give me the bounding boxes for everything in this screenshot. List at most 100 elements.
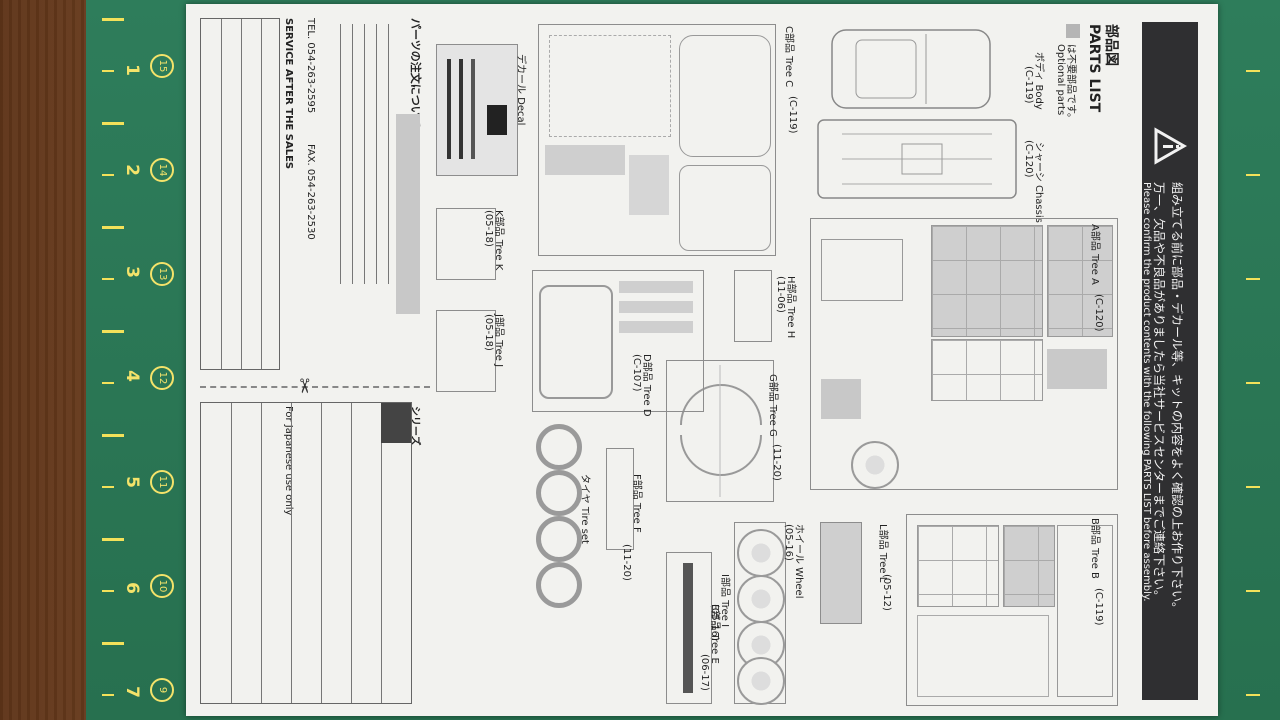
tree-d-code: (C-107) bbox=[631, 354, 642, 392]
ruler-number: 7 bbox=[121, 686, 142, 698]
chassis-code: (C-120) bbox=[1023, 140, 1034, 178]
decal-stripe bbox=[459, 59, 463, 159]
tree-b-code: (C-119) bbox=[1093, 588, 1104, 626]
tree-c-part bbox=[679, 165, 771, 251]
tree-g-arches bbox=[680, 365, 762, 497]
tree-e-bar bbox=[683, 563, 693, 693]
tree-k-frame bbox=[436, 208, 496, 280]
tree-g-label: G部品 Tree G bbox=[767, 374, 778, 437]
optional-en: Optional parts bbox=[1055, 44, 1066, 116]
tree-e-label: E部品 Tree E bbox=[709, 604, 720, 664]
order-form-table bbox=[200, 402, 412, 704]
tree-g-frame bbox=[666, 360, 774, 502]
service-title: SERVICE AFTER THE SALES bbox=[283, 18, 294, 170]
tree-j-label: J部品 Tree J bbox=[493, 314, 504, 368]
tree-a-part bbox=[821, 379, 861, 419]
tel-number: TEL. 054-263-2595 bbox=[305, 18, 316, 114]
tire-set-label: タイヤ Tire set bbox=[579, 474, 590, 544]
tree-b-frame bbox=[906, 514, 1118, 706]
tree-j-frame bbox=[436, 310, 496, 392]
wheel-part bbox=[737, 575, 785, 623]
tree-d-frame bbox=[532, 270, 704, 412]
wheel-code: (05-16) bbox=[783, 524, 794, 561]
tire-part bbox=[536, 424, 582, 470]
service-table bbox=[200, 18, 280, 370]
tree-c-label: C部品 Tree C bbox=[783, 26, 794, 88]
tree-e-frame bbox=[666, 552, 712, 704]
ruler-number: 3 bbox=[121, 266, 142, 278]
tree-a-part bbox=[1047, 225, 1113, 337]
decal-block bbox=[487, 105, 507, 135]
tire-part bbox=[536, 562, 582, 608]
title-jp: 部品図 bbox=[1103, 24, 1119, 66]
tree-h-label: H部品 Tree H bbox=[785, 276, 796, 339]
ruler-circle-number: 14 bbox=[150, 158, 174, 182]
ruler-circle-number: 15 bbox=[150, 54, 174, 78]
optional-swatch bbox=[1066, 24, 1080, 38]
tree-d-part bbox=[539, 285, 613, 399]
tree-c-frame bbox=[538, 24, 776, 256]
scissors-icon: ✂ bbox=[292, 377, 317, 395]
tree-j-code: (05-18) bbox=[483, 314, 494, 351]
tree-g-code: (11-20) bbox=[771, 444, 782, 481]
tree-b-part bbox=[917, 525, 999, 607]
ruler-circle-number: 13 bbox=[150, 262, 174, 286]
ruler-number: 2 bbox=[121, 164, 142, 176]
tree-c-part bbox=[549, 35, 671, 137]
tree-a-part bbox=[931, 339, 1043, 401]
optional-jp: は不要部品です。 bbox=[1065, 44, 1076, 123]
chassis-drawing bbox=[817, 119, 1017, 199]
tree-a-label: A部品 Tree A bbox=[1089, 224, 1100, 285]
tree-a-part bbox=[821, 239, 903, 301]
warning-triangle-icon bbox=[1154, 127, 1188, 165]
tree-a-part bbox=[1047, 349, 1107, 389]
wheel-part bbox=[737, 529, 785, 577]
wheel-frame bbox=[734, 522, 786, 705]
tree-f-frame bbox=[606, 448, 634, 550]
ruler-number: 1 bbox=[121, 64, 142, 76]
tree-h-code: (11-06) bbox=[775, 276, 786, 313]
tree-a-part bbox=[931, 225, 1043, 337]
warning-banner: 組み立てる前に部品・デカール等、キットの内容をよく確認の上お作り下さい。 万一、… bbox=[1141, 22, 1198, 700]
tree-b-part bbox=[917, 615, 1049, 697]
body-drawing bbox=[831, 29, 991, 109]
ruler-circle-number: 11 bbox=[150, 470, 174, 494]
tree-f-code: (11-20) bbox=[621, 544, 632, 581]
banner-line-1: 組み立てる前に部品・デカール等、キットの内容をよく確認の上お作り下さい。 bbox=[1170, 182, 1184, 615]
decal-sheet bbox=[436, 44, 518, 176]
tree-c-part bbox=[545, 145, 625, 175]
tree-a-code: (C-120) bbox=[1093, 294, 1104, 332]
tree-c-part bbox=[679, 35, 771, 157]
ruler-circle-number: 12 bbox=[150, 366, 174, 390]
tree-d-label: D部品 Tree D bbox=[641, 354, 652, 417]
tree-l-frame bbox=[820, 522, 862, 624]
tree-d-grid bbox=[619, 281, 693, 351]
tree-h-frame bbox=[734, 270, 772, 342]
ruler-number: 4 bbox=[121, 370, 142, 382]
body-label: ボディ Body bbox=[1033, 52, 1044, 110]
tree-b-part bbox=[1057, 525, 1113, 697]
ruler-number: 5 bbox=[121, 476, 142, 488]
banner-line-2: 万一、欠品や不良品がありましたら当社サービスセンターまでご連絡下さい。 bbox=[1152, 182, 1166, 603]
tree-b-part bbox=[1003, 525, 1055, 607]
tree-c-part bbox=[629, 155, 669, 215]
tree-a-frame bbox=[810, 218, 1118, 490]
tree-c-code: (C-119) bbox=[787, 96, 798, 134]
order-highlight bbox=[396, 114, 420, 314]
body-code: (C-119) bbox=[1023, 66, 1034, 104]
wheel-part bbox=[737, 657, 785, 705]
title-en: PARTS LIST bbox=[1086, 24, 1102, 113]
order-title: パーツの注文について bbox=[409, 18, 422, 128]
decal-stripe bbox=[447, 59, 451, 159]
tree-k-code: (05-18) bbox=[483, 210, 494, 247]
fax-number: FAX. 054-263-2530 bbox=[305, 144, 316, 240]
wheel-label: ホイール Wheel bbox=[793, 524, 804, 599]
tree-b-label: B部品 Tree B bbox=[1089, 518, 1100, 579]
tire-part bbox=[536, 470, 582, 516]
tree-e-code: (06-17) bbox=[699, 654, 710, 691]
tire-part bbox=[536, 516, 582, 562]
banner-line-3: Please confirm the product contents with… bbox=[1141, 182, 1152, 602]
ruler-circle-number: 10 bbox=[150, 574, 174, 598]
ruler-number: 6 bbox=[121, 582, 142, 594]
chassis-label: シャーシ Chassis bbox=[1033, 142, 1044, 223]
